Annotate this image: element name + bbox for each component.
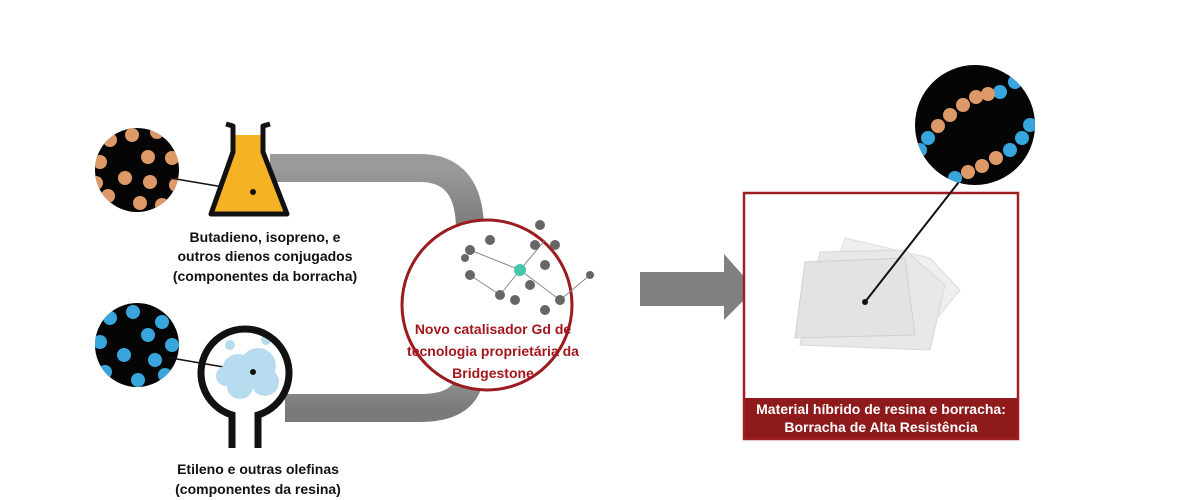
catalyst-label-line2: tecnologia proprietária da — [407, 343, 579, 359]
arrow-right-icon — [640, 254, 755, 320]
polymer-chain-icon — [862, 65, 1035, 305]
rubber-label-line3: (componentes da borracha) — [173, 268, 357, 284]
catalyst-label-line3: Bridgestone — [452, 365, 534, 381]
output-label-line1: Material híbrido de resina e borracha: — [756, 401, 1006, 417]
catalyst-circle: Novo catalisador Gd de tecnologia propri… — [400, 218, 594, 392]
molecule-icon — [461, 220, 594, 315]
resin-label-line1: Etileno e outras olefinas — [177, 461, 339, 477]
rubber-label-line1: Butadieno, isopreno, e — [190, 229, 341, 245]
round-flask-icon — [197, 325, 293, 448]
resin-particles-icon — [95, 303, 254, 387]
catalyst-label-line1: Novo catalisador Gd de — [415, 321, 572, 337]
conical-flask-icon — [208, 121, 290, 217]
output-box: Material híbrido de resina e borracha: B… — [742, 191, 1020, 441]
pipe-top — [270, 154, 484, 231]
output-label-line2: Borracha de Alta Resistência — [784, 419, 977, 435]
resin-label-line2: (componentes da resina) — [175, 481, 341, 497]
rubber-label-line2: outros dienos conjugados — [177, 248, 352, 264]
